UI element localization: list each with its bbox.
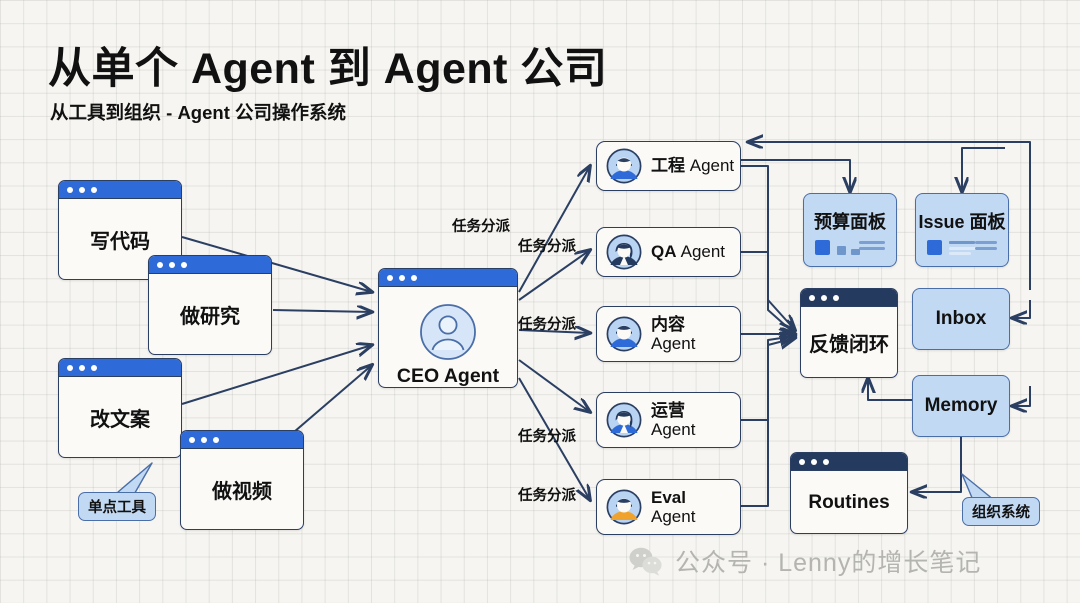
wechat-icon: [629, 547, 662, 576]
edge-label-dispatch-1: 任务分派: [452, 219, 510, 235]
panel-budget[interactable]: 预算面板: [803, 193, 897, 267]
edge-label-dispatch-2: 任务分派: [518, 239, 576, 255]
agent-avatar-qa: [606, 234, 642, 270]
agent-card-engineering[interactable]: 工程 Agent: [596, 141, 741, 191]
ceo-agent-label: CEO Agent: [396, 365, 500, 387]
tool-card-research[interactable]: 做研究: [148, 255, 272, 355]
window-titlebar: [59, 181, 181, 199]
panel-label: Issue 面板: [918, 212, 1006, 232]
agent-avatar-content: [606, 316, 642, 352]
window-titlebar: [59, 359, 181, 377]
agent-label: 工程 Agent: [651, 156, 735, 176]
agent-card-qa[interactable]: QA Agent: [596, 227, 741, 277]
panel-label: 预算面板: [814, 212, 886, 232]
agent-label: QA Agent: [651, 242, 726, 262]
feedback-loop-label: 反馈闭环: [809, 334, 889, 356]
tool-label: 做视频: [212, 481, 272, 503]
callout-single-point-tools: 单点工具: [78, 492, 156, 521]
tool-card-write-code[interactable]: 写代码: [58, 180, 182, 280]
routines-label: Routines: [808, 491, 890, 513]
callout-org-system: 组织系统: [962, 497, 1040, 526]
window-titlebar: [791, 453, 907, 471]
tool-label: 写代码: [90, 231, 150, 253]
panel-label: Memory: [924, 395, 998, 416]
user-avatar-icon: [420, 304, 476, 360]
panel-label: Inbox: [935, 308, 987, 329]
tool-card-copywriting[interactable]: 改文案: [58, 358, 182, 458]
watermark-text: 公众号 · Lenny的增长笔记: [675, 549, 982, 577]
agent-avatar-ops: [606, 402, 642, 438]
edge-label-dispatch-5: 任务分派: [518, 488, 576, 504]
panel-memory[interactable]: Memory: [912, 375, 1010, 437]
panel-issue[interactable]: Issue 面板: [915, 193, 1009, 267]
window-titlebar: [181, 431, 303, 449]
edge-label-dispatch-3: 任务分派: [518, 317, 576, 333]
window-titlebar: [149, 256, 271, 274]
window-titlebar: [379, 269, 517, 287]
page-title: 从单个 Agent 到 Agent 公司: [48, 45, 608, 93]
tool-card-video[interactable]: 做视频: [180, 430, 304, 530]
bar-chart-glyph: [815, 235, 885, 255]
panel-inbox[interactable]: Inbox: [912, 288, 1010, 350]
tool-label: 做研究: [180, 306, 240, 328]
agent-avatar-eval: [606, 489, 642, 525]
page-subtitle: 从工具到组织 - Agent 公司操作系统: [50, 102, 346, 123]
ceo-agent-card[interactable]: CEO Agent: [378, 268, 518, 388]
window-titlebar: [801, 289, 897, 307]
agent-avatar-engineering: [606, 148, 642, 184]
routines-card[interactable]: Routines: [790, 452, 908, 534]
list-lines-glyph: [927, 235, 997, 255]
tool-label: 改文案: [90, 409, 150, 431]
watermark: 公众号 · Lenny的增长笔记: [628, 543, 981, 579]
feedback-loop-card[interactable]: 反馈闭环: [800, 288, 898, 378]
edge-label-dispatch-4: 任务分派: [518, 429, 576, 445]
